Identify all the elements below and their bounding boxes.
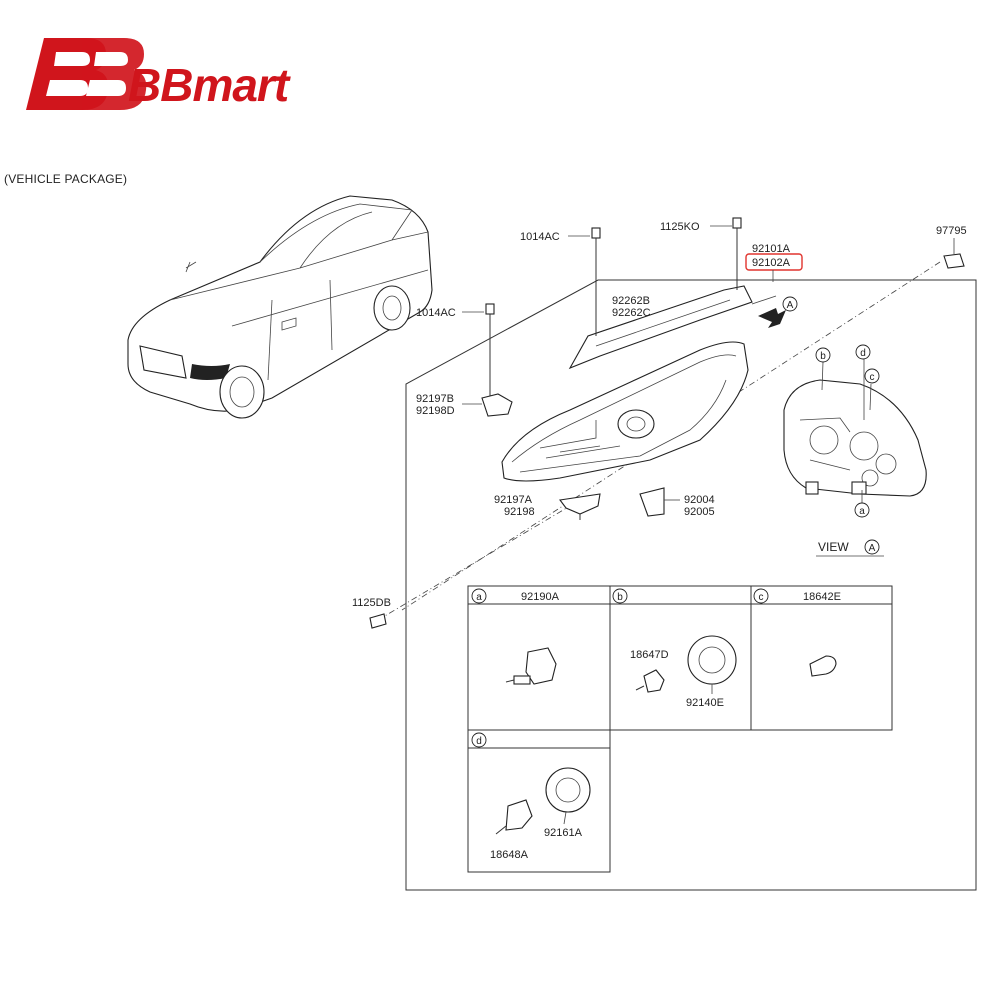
part-92198d: 92198D xyxy=(416,405,455,417)
marker-d-text: d xyxy=(860,348,866,359)
part-92004: 92004 xyxy=(684,494,715,506)
vehicle-illustration xyxy=(127,195,433,419)
part-97795: 97795 xyxy=(936,225,967,237)
bulb-92190a-icon xyxy=(505,647,557,685)
headlamp-cover xyxy=(568,285,753,370)
diagram-frame xyxy=(405,279,977,891)
cell-a-title: 92190A xyxy=(521,591,560,603)
cell-c-marker: c xyxy=(759,592,764,603)
bb-logo-icon xyxy=(26,38,147,110)
bulb-18642e-icon xyxy=(809,655,837,677)
part-1014ac-left: 1014AC xyxy=(416,307,456,319)
cell-b-marker: b xyxy=(617,592,623,603)
rear-view-illustration xyxy=(783,358,927,504)
part-92262c: 92262C xyxy=(612,307,651,319)
part-1125ko: 1125KO xyxy=(660,221,700,233)
fasteners xyxy=(369,217,965,629)
part-92198: 92198 xyxy=(504,506,535,518)
marker-a-rear-text: a xyxy=(859,506,865,517)
part-1014ac-top: 1014AC xyxy=(520,231,560,243)
part-92005: 92005 xyxy=(684,506,715,518)
marker-a-text: A xyxy=(787,300,794,311)
bulb-18647d-icon xyxy=(635,669,665,693)
part-1125db: 1125DB xyxy=(352,597,391,609)
marker-b-text: b xyxy=(820,351,826,362)
brand-logo: BBmart xyxy=(26,30,346,120)
marker-a-circle xyxy=(782,296,798,312)
headlamp-assembly xyxy=(501,341,749,482)
part-92101a: 92101A xyxy=(752,243,791,255)
highlight-box xyxy=(745,253,803,271)
part-92102a: 92102A xyxy=(752,257,791,269)
part-92197a: 92197A xyxy=(494,494,533,506)
part-92140e: 92140E xyxy=(686,697,724,709)
marker-c-text: c xyxy=(870,372,875,383)
cap-92161a-icon xyxy=(545,767,591,825)
bulb-18648a-icon xyxy=(495,799,533,835)
part-18648a: 18648A xyxy=(490,849,529,861)
part-92197b: 92197B xyxy=(416,393,454,405)
view-marker-text: A xyxy=(869,543,876,554)
cap-92140e-icon xyxy=(687,635,737,694)
parts-table xyxy=(467,585,893,873)
view-arrow-icon xyxy=(758,308,786,328)
part-92161a: 92161A xyxy=(544,827,583,839)
view-label: VIEW xyxy=(818,540,849,554)
cell-d-marker: d xyxy=(476,736,482,747)
cell-c-title: 18642E xyxy=(803,591,841,603)
brand-name: BBmart xyxy=(128,59,289,111)
cell-a-marker: a xyxy=(476,592,482,603)
part-92262b: 92262B xyxy=(612,295,650,307)
vehicle-package-label: (VEHICLE PACKAGE) xyxy=(4,172,128,186)
part-18647d: 18647D xyxy=(630,649,669,661)
